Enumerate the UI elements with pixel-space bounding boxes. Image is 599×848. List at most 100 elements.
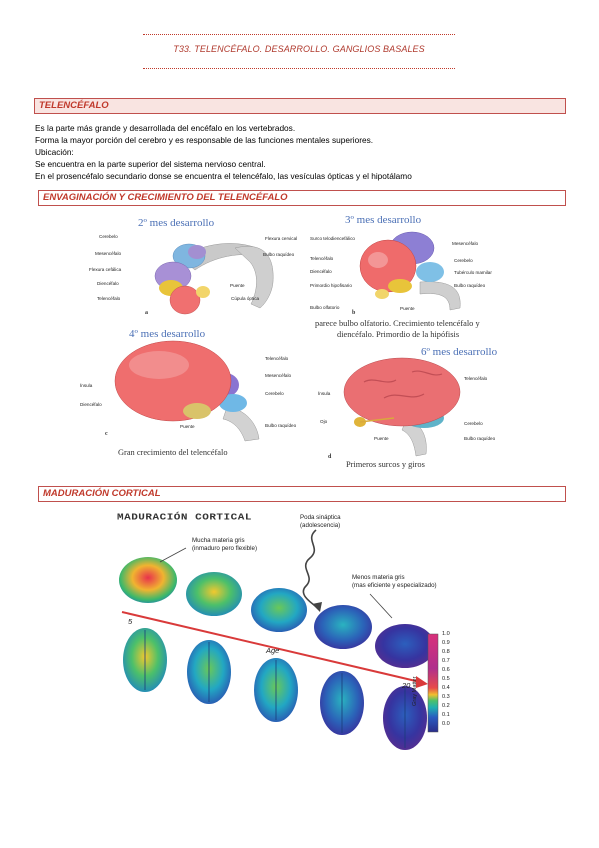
figure-header: MADURACIÓN CORTICAL: [117, 513, 252, 523]
scale-tick: 0.7: [442, 658, 450, 664]
body-line: Ubicación:: [35, 147, 74, 157]
figure-panel-d: 6º mes desarrollo Telencéfalo Ínsula Ojo…: [314, 342, 514, 460]
brain-lateral-age-8: [186, 572, 242, 616]
panel-d-label: Ínsula: [318, 391, 331, 396]
panel-d-label: Puente: [374, 436, 389, 441]
header-rule-top: [143, 34, 455, 35]
body-line: En el prosencéfalo secundario donse se e…: [35, 171, 412, 181]
panel-c-label: Telencéfalo: [265, 356, 289, 361]
brain-lateral-age-5: [119, 557, 177, 603]
body-line: Forma la mayor porción del cerebro y es …: [35, 135, 374, 145]
panel-c-label: Diencéfalo: [80, 402, 102, 407]
panel-d-label: Telencéfalo: [464, 376, 488, 381]
age-end-label: 20: [402, 681, 411, 690]
scale-label: Gray Matter: [412, 676, 418, 706]
panel-b-label: Telencéfalo: [310, 256, 334, 261]
scale-tick: 0.1: [442, 712, 450, 718]
panel-a-label: Bulbo raquídeo: [263, 252, 295, 257]
panel-a-label: Diencéfalo: [97, 281, 119, 286]
brain-top-age-12: [254, 658, 298, 722]
panel-b-title: 3º mes desarrollo: [345, 214, 422, 226]
panel-a-label: Mesencéfalo: [95, 251, 122, 256]
brain-lateral-age-16: [314, 605, 372, 649]
scale-tick: 0.0: [442, 721, 450, 727]
scale-tick: 0.3: [442, 694, 450, 700]
section-heading-telencefalo: TELENCÉFALO: [34, 98, 566, 114]
brain-top-age-16: [320, 671, 364, 735]
panel-d-label: Ojo: [320, 419, 328, 424]
scale-tick: 0.2: [442, 703, 450, 709]
age-axis-label: Age: [266, 646, 280, 655]
panel-c-title: 4º mes desarrollo: [129, 328, 206, 340]
panel-d-caption: Primeros surcos y giros: [346, 460, 425, 469]
document-header: T33. TELENCÉFALO. DESARROLLO. GANGLIOS B…: [143, 34, 455, 74]
figure-panel-b: 3º mes desarrollo Surco telodiencefálico…: [300, 212, 505, 316]
panel-c-letter: c: [105, 431, 108, 437]
panel-d-letter: d: [328, 454, 332, 460]
panel-a-label: Flexura cefálica: [89, 267, 122, 272]
panel-d-label: Bulbo raquídeo: [464, 436, 496, 441]
panel-d-label: Cerebelo: [464, 421, 483, 426]
panel-b-caption-line-2: diencéfalo. Primordio de la hipófisis: [337, 330, 460, 339]
panel-a-label: Cúpula óptica: [231, 296, 260, 301]
panel-b-label: Primordio hipofisario: [310, 283, 352, 288]
embryo-brain-2-month-illustration: [154, 243, 274, 315]
annotation-text: (inmaduro pero flexible): [192, 545, 257, 552]
annotation-text: (mas eficiente y especializado): [352, 582, 437, 589]
panel-a-letter: a: [145, 310, 148, 316]
brain-top-age-8: [187, 640, 231, 704]
scale-tick: 1.0: [442, 631, 450, 637]
panel-c-label: Cerebelo: [265, 391, 284, 396]
brain-top-age-20: [383, 686, 427, 750]
annotation-text: Poda sináptica: [300, 514, 341, 521]
panel-c-label: Ínsula: [80, 383, 93, 388]
document-title: T33. TELENCÉFALO. DESARROLLO. GANGLIOS B…: [173, 44, 425, 54]
panel-b-label: Bulbo olfatorio: [310, 305, 340, 310]
body-line: Es la parte más grande y desarrollada de…: [35, 123, 296, 133]
section-heading-envaginacion: ENVAGINACIÓN Y CRECIMIENTO DEL TELENCÉFA…: [38, 190, 566, 206]
scale-tick: 0.4: [442, 685, 450, 691]
panel-b-label: Cerebelo: [454, 258, 473, 263]
panel-c-caption: Gran crecimiento del telencéfalo: [118, 448, 228, 457]
annotation-text: Menos materia gris: [352, 574, 405, 581]
annotation-less-gray: Menos materia gris (mas eficiente y espe…: [352, 574, 437, 590]
panel-a-label: Puente: [230, 283, 245, 288]
figure-panel-a: 2º mes desarrollo Cerebelo Mesencéfalo F…: [85, 212, 300, 324]
panel-b-label: Surco telodiencefálico: [310, 236, 355, 241]
scale-tick: 0.5: [442, 676, 450, 682]
panel-b-letter: b: [352, 310, 356, 316]
scale-tick: 0.6: [442, 667, 450, 673]
gray-matter-color-scale: [427, 633, 439, 733]
panel-a-label: Telencéfalo: [97, 296, 121, 301]
panel-c-label: Puente: [180, 424, 195, 429]
body-text: Es la parte más grande y desarrollada de…: [35, 122, 575, 182]
figure-panel-c: 4º mes desarrollo Telencéfalo Mesencéfal…: [77, 325, 302, 443]
brain-lateral-age-12: [251, 588, 307, 632]
embryo-brain-3-month-illustration: [359, 231, 461, 311]
annotation-much-gray: Mucha materia gris (inmaduro pero flexib…: [192, 537, 257, 553]
panel-a-label: Cerebelo: [99, 234, 118, 239]
brain-top-age-5: [123, 628, 167, 692]
scale-tick: 0.9: [442, 640, 450, 646]
panel-b-label: Puente: [400, 306, 415, 311]
panel-b-label: Diencéfalo: [310, 269, 332, 274]
panel-c-label: Bulbo raquídeo: [265, 423, 297, 428]
panel-b-label: Tubérculo mamilar: [454, 270, 492, 275]
annotation-pruning: Poda sináptica (adolescencia): [300, 514, 341, 530]
section-heading-maduracion: MADURACIÓN CORTICAL: [38, 486, 566, 502]
panel-a-title: 2º mes desarrollo: [138, 217, 215, 229]
panel-b-label: Mesencéfalo: [452, 241, 479, 246]
annotation-text: (adolescencia): [300, 522, 341, 529]
panel-d-title: 6º mes desarrollo: [421, 346, 498, 358]
fetal-brain-4-month-illustration: [114, 340, 260, 442]
annotation-text: Mucha materia gris: [192, 537, 245, 544]
body-line: Se encuentra en la parte superior del si…: [35, 159, 266, 169]
panel-b-caption-line-1: parece bulbo olfatorio. Crecimiento tele…: [315, 319, 480, 328]
panel-b-label: Bulbo raquídeo: [454, 283, 486, 288]
age-start-label: 5: [128, 617, 133, 626]
header-rule-bottom: [143, 68, 455, 69]
pruning-arrow: [302, 529, 319, 609]
scale-tick: 0.8: [442, 649, 450, 655]
panel-a-label: Flexura cervical: [265, 236, 298, 241]
panel-c-label: Mesencéfalo: [265, 373, 292, 378]
